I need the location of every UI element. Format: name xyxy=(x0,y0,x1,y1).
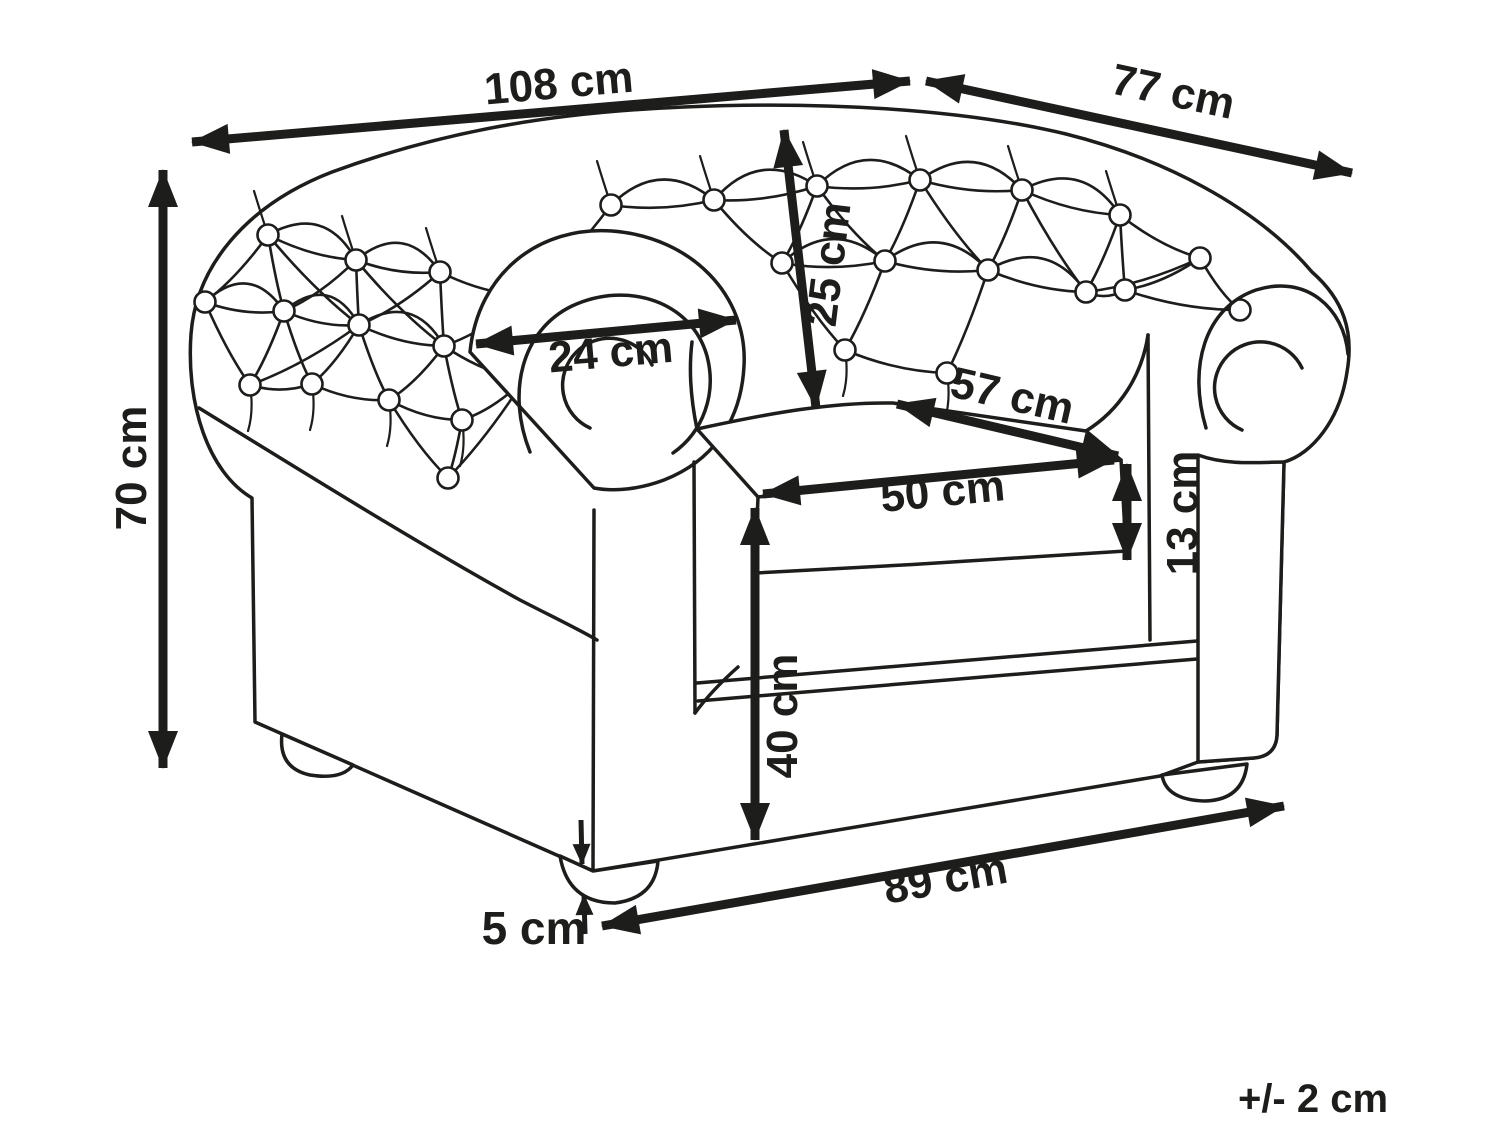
tufting-button xyxy=(450,408,474,432)
left-armrest-scroll xyxy=(468,228,746,492)
tufting-button xyxy=(935,361,959,385)
tufting-button xyxy=(873,249,897,273)
dimension-armrest-width: 24 cm xyxy=(475,308,737,383)
dim-label-overall-height: 70 cm xyxy=(107,406,156,531)
dimension-line-backrest-depth xyxy=(773,129,827,409)
dimension-line-overall-width xyxy=(191,69,911,154)
tufting-line xyxy=(883,241,990,272)
leg-height-arrow-down xyxy=(572,819,591,865)
tufting-button xyxy=(256,223,280,247)
dimension-line-seat-depth xyxy=(895,397,1120,463)
right-armrest-panel xyxy=(1196,453,1286,764)
tufting-button xyxy=(1108,203,1132,227)
deck-piping-lower xyxy=(696,657,1199,703)
left-scroll-inner-roll xyxy=(517,293,712,455)
tufting-button xyxy=(428,260,452,284)
dimension-line-base-width xyxy=(601,797,1285,935)
tufting-button xyxy=(377,388,401,412)
inner-right-arm-edge xyxy=(1146,333,1152,642)
dim-label-base-width: 89 cm xyxy=(880,844,1011,914)
tufting-button xyxy=(908,168,932,192)
dim-label-seat-width: 50 cm xyxy=(878,461,1007,522)
dimension-line-overall-depth xyxy=(925,74,1353,180)
front-left-corner-edge xyxy=(591,508,596,873)
tufting-button xyxy=(432,334,456,358)
dimension-seat-width: 50 cm xyxy=(762,448,1115,522)
tufting-line xyxy=(1084,256,1202,294)
tufting-line xyxy=(609,178,716,207)
dimension-leg-height: 5 cm xyxy=(482,819,594,954)
dimension-cushion-thickness: 13 cm xyxy=(1112,451,1207,576)
tufting-button xyxy=(1188,246,1212,270)
dimension-line-seat-width xyxy=(762,448,1115,506)
tufting-button xyxy=(833,338,857,362)
tufting-button xyxy=(1113,278,1137,302)
dim-label-cushion-thickness: 13 cm xyxy=(1158,451,1207,576)
tufting-line xyxy=(266,233,361,327)
rear-left-leg xyxy=(279,732,355,778)
right-scroll-inner-roll xyxy=(1197,284,1350,430)
tufting-button xyxy=(193,290,217,314)
tufting-line xyxy=(986,256,1088,294)
tufting-button xyxy=(976,258,1000,282)
dim-label-overall-depth: 77 cm xyxy=(1107,55,1239,129)
tolerance-note: +/- 2 cm xyxy=(1238,1077,1388,1121)
inner-left-arm-edge xyxy=(692,460,697,715)
tufting-button xyxy=(1228,298,1252,322)
tufting-line xyxy=(203,282,286,313)
tufting-button xyxy=(1074,280,1098,304)
tufting-line xyxy=(357,310,446,348)
tufting-line xyxy=(1020,177,1122,217)
deck-piping-upper xyxy=(695,639,1199,685)
tufting-button xyxy=(805,174,829,198)
tufting-button xyxy=(702,188,726,212)
tufting-button xyxy=(436,466,460,490)
dim-label-leg-height: 5 cm xyxy=(482,902,587,954)
tufting-line xyxy=(1123,288,1242,312)
tufting-button xyxy=(300,372,324,396)
tufting-button xyxy=(1010,178,1034,202)
tufting-pattern xyxy=(193,134,1252,490)
dim-label-armrest-width: 24 cm xyxy=(546,323,675,383)
tufting-line xyxy=(354,241,442,274)
tufting-line xyxy=(266,222,358,262)
tufting-button xyxy=(599,193,623,217)
leg-height-arrow-up xyxy=(575,894,594,935)
dimension-overall-height: 70 cm xyxy=(107,169,178,769)
tufting-button xyxy=(238,373,262,397)
left-side-panel-edge xyxy=(197,406,599,642)
dim-label-seat-height: 40 cm xyxy=(758,654,807,779)
tufting-line xyxy=(282,293,361,327)
right-scroll-curl xyxy=(1212,340,1304,432)
tufting-line xyxy=(248,323,361,387)
dimension-seat-height: 40 cm xyxy=(740,507,807,841)
deck-pleat xyxy=(693,665,740,715)
tufting-button xyxy=(347,313,371,337)
dimension-line-armrest-width xyxy=(475,308,737,356)
dimension-overall-width: 108 cm xyxy=(191,53,911,154)
tufting-line xyxy=(354,258,446,348)
tufting-line xyxy=(815,158,922,188)
tufting-button xyxy=(272,299,296,323)
tufting-button xyxy=(770,251,794,275)
tufting-button xyxy=(344,248,368,272)
